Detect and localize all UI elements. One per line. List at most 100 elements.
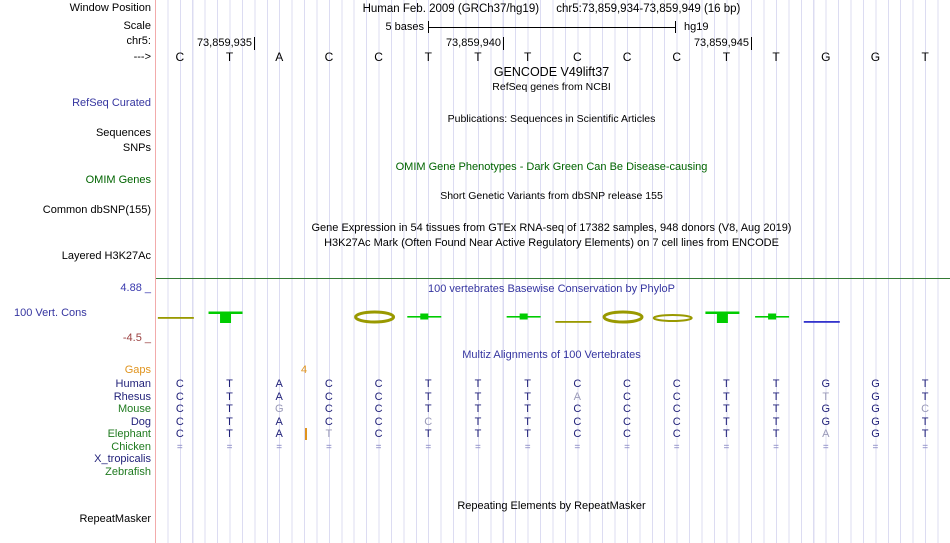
alignment-base: T [226, 416, 233, 428]
alignment-base: C [374, 403, 383, 415]
alignment-base: A [275, 416, 283, 428]
track-label-refseq-curated[interactable]: RefSeq Curated [72, 97, 151, 109]
alignment-base: C [175, 378, 184, 390]
species-label-rhesus[interactable]: Rhesus [113, 391, 151, 403]
alignment-base: A [275, 378, 283, 390]
alignment-base: C [374, 378, 383, 390]
alignment-base: = [673, 442, 680, 453]
alignment-base: C [324, 391, 333, 403]
track-label-layered-h3k27ac[interactable]: Layered H3K27Ac [61, 250, 151, 262]
alignment-base: C [921, 403, 930, 415]
reference-base: G [821, 50, 831, 64]
alignment-base: T [474, 403, 482, 415]
alignment-base: = [276, 442, 283, 453]
alignment-base: G [871, 378, 880, 390]
track-label-common-dbsnp[interactable]: Common dbSNP(155) [42, 204, 151, 216]
alignment-base: G [274, 403, 284, 415]
alignment-base: T [723, 403, 730, 415]
species-label-chicken[interactable]: Chicken [111, 441, 151, 453]
reference-base: C [324, 50, 334, 64]
species-label-human[interactable]: Human [115, 378, 151, 390]
alignment-base: = [524, 442, 531, 453]
species-label-elephant[interactable]: Elephant [107, 428, 151, 440]
alignment-base: C [623, 378, 631, 390]
alignment-base: T [772, 416, 780, 428]
reference-base: C [374, 50, 383, 64]
alignment-base: = [226, 442, 233, 453]
track-label-cons-max: 4.88 _ [120, 282, 151, 294]
alignment-base: C [374, 428, 383, 440]
alignment-base: T [921, 378, 929, 390]
alignment-base: T [921, 391, 929, 403]
alignment-base: C [175, 428, 184, 440]
reference-base: C [573, 50, 582, 64]
track-label-snps[interactable]: SNPs [122, 142, 151, 154]
alignment-base: A [275, 391, 283, 403]
scale-bar-left-tick [428, 21, 429, 33]
assembly-title: Human Feb. 2009 (GRCh37/hg19) [362, 3, 540, 15]
species-label-x_tropicalis[interactable]: X_tropicalis [94, 453, 151, 465]
alignment-base: A [573, 391, 582, 403]
alignment-base: C [175, 403, 184, 415]
repeatmasker-title[interactable]: Repeating Elements by RepeatMasker [457, 500, 646, 512]
reference-base: T [921, 50, 929, 64]
alignment-base: T [921, 416, 929, 428]
alignment-base: C [424, 416, 433, 428]
alignment-base: T [424, 391, 432, 403]
species-label-dog[interactable]: Dog [130, 416, 151, 428]
reference-base: T [474, 50, 482, 64]
alignment-base: C [623, 428, 631, 440]
track-label-vert-cons[interactable]: 100 Vert. Cons [14, 307, 87, 319]
alignment-base: T [524, 403, 532, 415]
alignment-base: G [821, 378, 831, 390]
species-label-zebrafish[interactable]: Zebrafish [105, 466, 151, 478]
publications-title[interactable]: Publications: Sequences in Scientific Ar… [447, 113, 656, 125]
alignment-base: G [871, 403, 880, 415]
track-label-strand-arrow[interactable]: ---> [133, 51, 151, 63]
alignment-base: T [524, 428, 532, 440]
alignment-base: T [226, 391, 233, 403]
alignment-base: T [226, 428, 233, 440]
alignment-base: T [524, 391, 532, 403]
insertion-marker [305, 428, 307, 440]
dbsnp-title[interactable]: Short Genetic Variants from dbSNP releas… [440, 190, 663, 202]
alignment-base: = [375, 442, 382, 453]
alignment-base: G [871, 428, 880, 440]
ruler-tick [751, 37, 752, 50]
track-label-omim-genes[interactable]: OMIM Genes [85, 174, 151, 186]
alignment-base: T [424, 428, 432, 440]
alignment-base: G [821, 403, 831, 415]
alignment-base: T [524, 378, 532, 390]
track-label-sequences[interactable]: Sequences [95, 127, 151, 139]
ruler-position-label: 73,859,945 [693, 37, 749, 49]
alignment-base: A [822, 428, 830, 440]
omim-title[interactable]: OMIM Gene Phenotypes - Dark Green Can Be… [395, 161, 708, 173]
phylop-title[interactable]: 100 vertebrates Basewise Conservation by… [427, 283, 676, 295]
alignment-base: A [275, 428, 283, 440]
h3k27ac-title[interactable]: H3K27Ac Mark (Often Found Near Active Re… [324, 237, 779, 249]
alignment-base: T [723, 428, 730, 440]
alignment-base: C [175, 416, 184, 428]
alignment-base: = [624, 442, 630, 453]
alignment-base: C [324, 403, 333, 415]
track-label-repeatmasker[interactable]: RepeatMasker [79, 513, 151, 525]
reference-base: T [722, 50, 731, 64]
ruler-tick [254, 37, 255, 50]
gencode-title[interactable]: GENCODE V49lift37 [493, 65, 610, 79]
alignment-base: = [822, 442, 829, 453]
alignment-base: T [723, 416, 730, 428]
reference-base: C [672, 50, 682, 64]
alignment-base: T [723, 378, 730, 390]
alignment-base: C [623, 391, 631, 403]
alignment-base: T [226, 378, 233, 390]
alignment-base: T [524, 416, 532, 428]
alignment-base: = [325, 442, 332, 453]
species-label-mouse[interactable]: Mouse [117, 403, 151, 415]
base-guideline-grid [156, 0, 950, 543]
alignment-base: = [922, 442, 929, 453]
alignment-base: C [573, 378, 582, 390]
gtex-title[interactable]: Gene Expression in 54 tissues from GTEx … [311, 222, 792, 234]
alignment-base: T [226, 403, 233, 415]
multiz-title[interactable]: Multiz Alignments of 100 Vertebrates [462, 349, 641, 361]
